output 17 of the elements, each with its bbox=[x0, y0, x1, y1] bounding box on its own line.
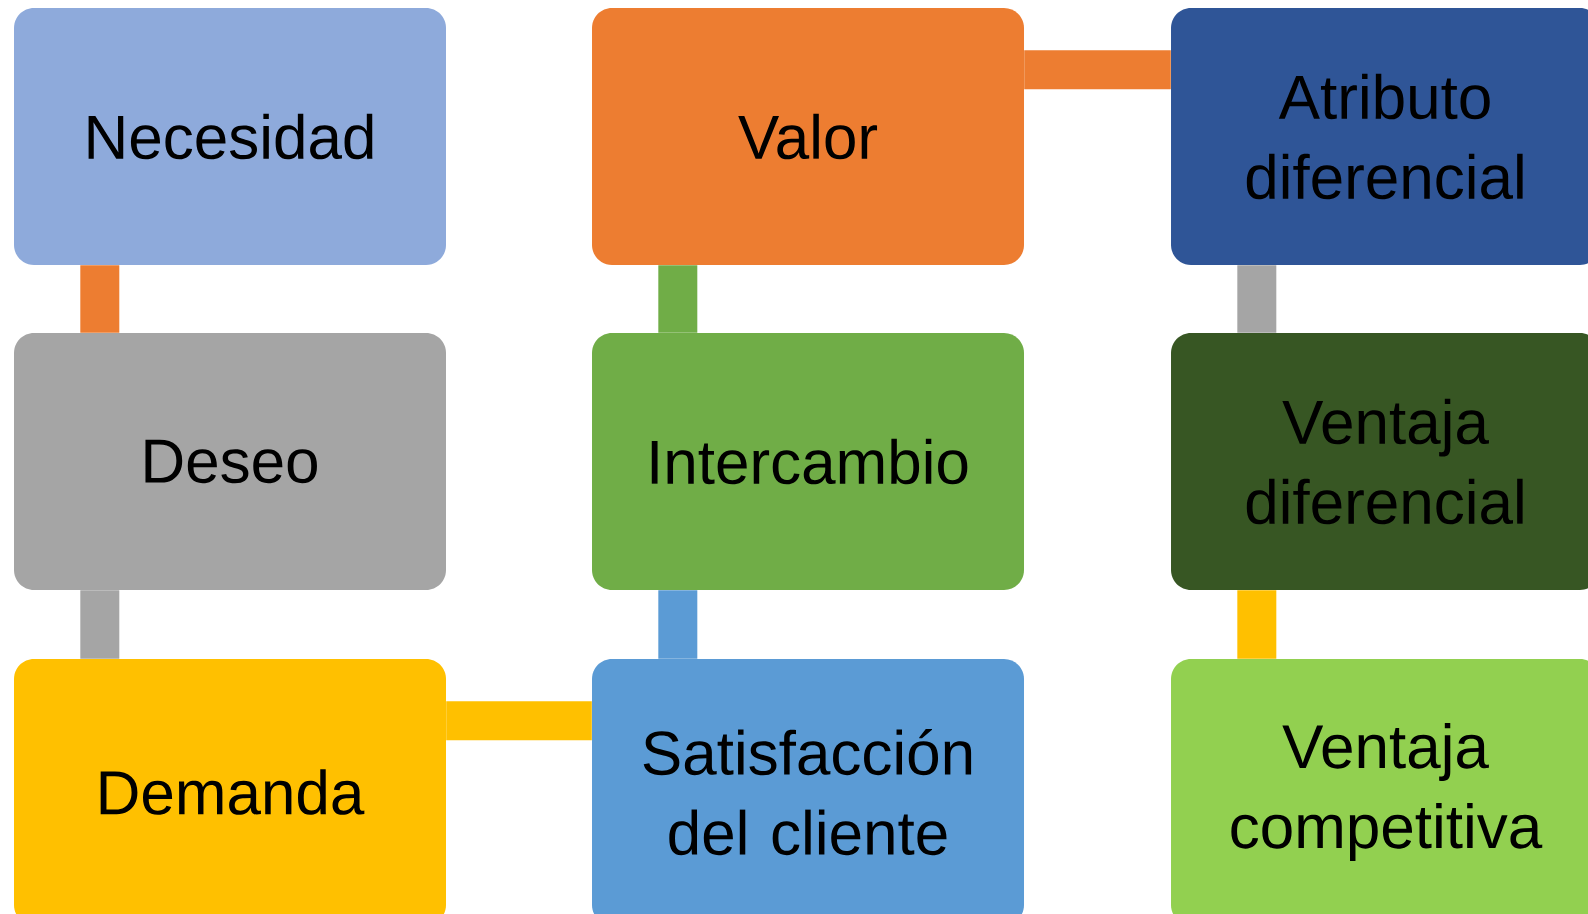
process-box: Intercambio bbox=[592, 333, 1024, 590]
connector-bar bbox=[658, 590, 698, 659]
connector-bar bbox=[1024, 50, 1171, 90]
process-box: Demanda bbox=[14, 659, 446, 914]
process-box: Valor bbox=[592, 8, 1024, 265]
process-box: Deseo bbox=[14, 333, 446, 590]
connector-bar bbox=[446, 701, 592, 741]
connector-bar bbox=[1237, 265, 1277, 333]
process-box: Atributo diferencial bbox=[1171, 8, 1588, 265]
process-box: Satisfacción del cliente bbox=[592, 659, 1024, 914]
connector-bar bbox=[658, 265, 698, 333]
connector-bar bbox=[80, 590, 120, 659]
process-box: Necesidad bbox=[14, 8, 446, 265]
process-box: Ventaja competitiva bbox=[1171, 659, 1588, 914]
process-box: Ventaja diferencial bbox=[1171, 333, 1588, 590]
connector-bar bbox=[1237, 590, 1277, 659]
connector-bar bbox=[80, 265, 120, 333]
